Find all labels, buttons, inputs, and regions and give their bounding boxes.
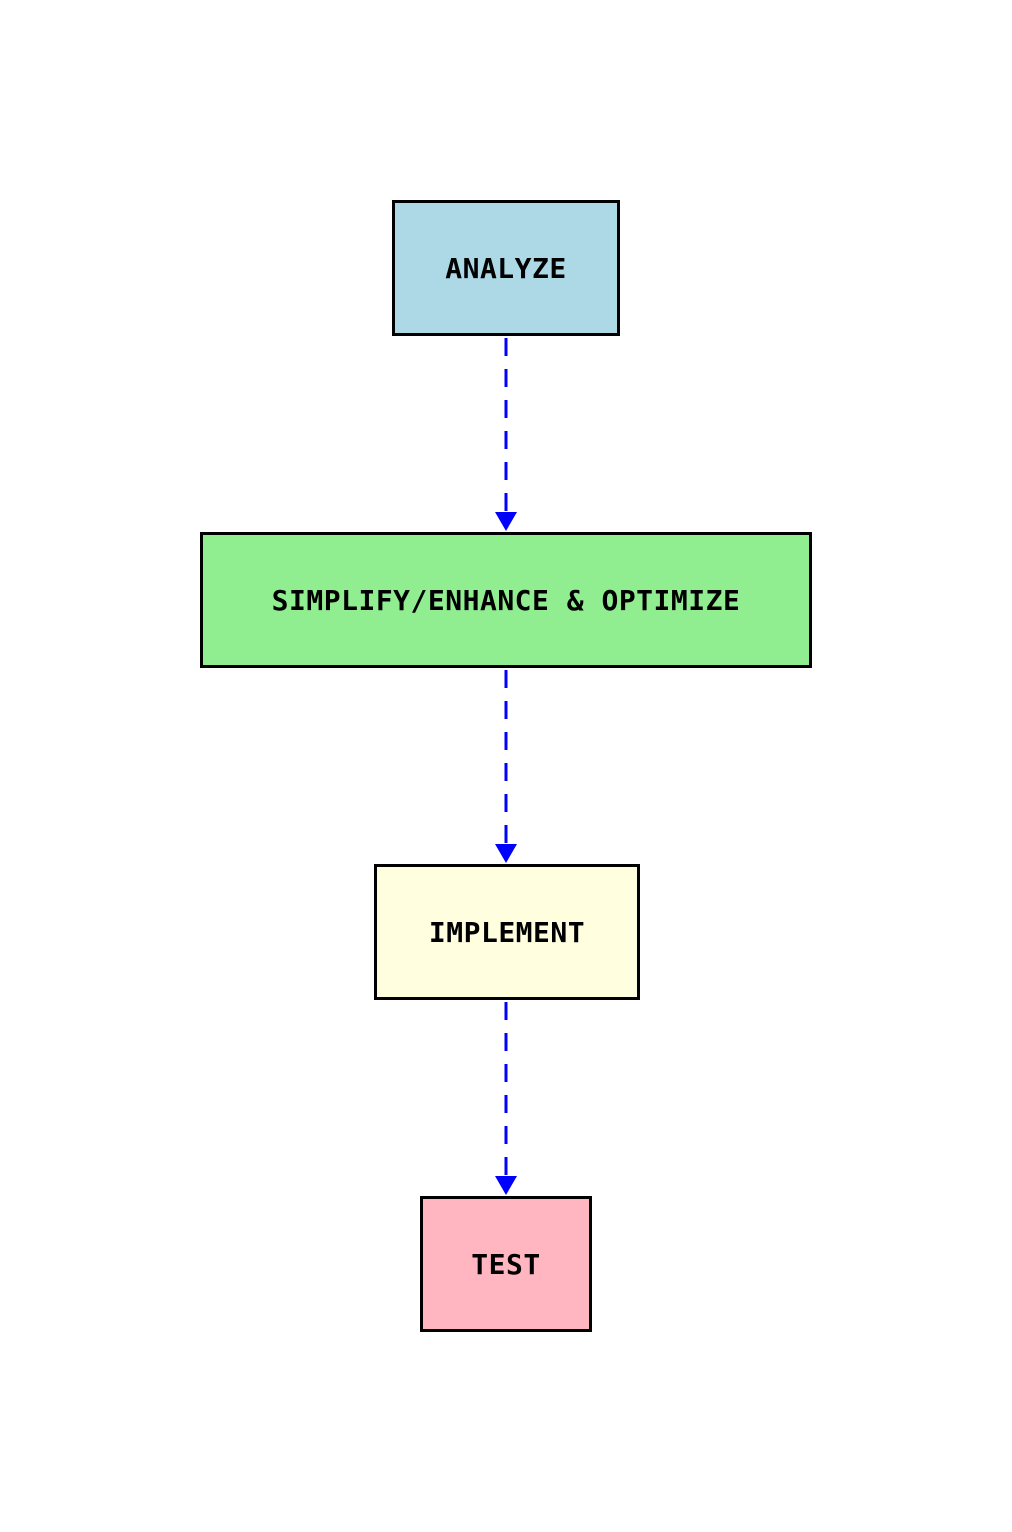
arrowhead-icon xyxy=(495,1176,517,1195)
edge-analyze-to-simplify xyxy=(495,338,517,531)
node-label: TEST xyxy=(471,1247,541,1281)
node-label: ANALYZE xyxy=(445,251,567,285)
node-implement: IMPLEMENT xyxy=(374,864,640,1000)
node-test: TEST xyxy=(420,1196,592,1332)
node-simplify-enhance-optimize: SIMPLIFY/ENHANCE & OPTIMIZE xyxy=(200,532,812,668)
node-label: IMPLEMENT xyxy=(428,915,586,949)
edge-implement-to-test xyxy=(495,1002,517,1195)
node-analyze: ANALYZE xyxy=(392,200,620,336)
arrowhead-icon xyxy=(495,844,517,863)
node-label: SIMPLIFY/ENHANCE & OPTIMIZE xyxy=(271,583,741,617)
arrowhead-icon xyxy=(495,512,517,531)
edge-simplify-to-implement xyxy=(495,670,517,863)
